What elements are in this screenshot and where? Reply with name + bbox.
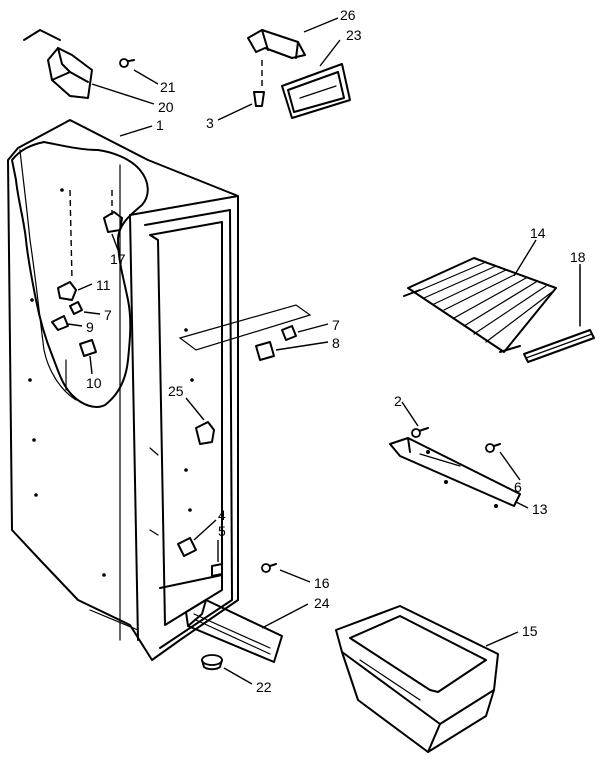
callout-labels: 26 23 21 20 1 3 17 11 7 9 10 7 8 14 18 2… [86,7,586,695]
callout-18: 18 [570,249,586,265]
cap-part-22 [201,654,223,671]
callout-11: 11 [96,277,111,293]
screw-part-21 [119,58,135,68]
screw-part-6 [485,443,501,453]
callout-14: 14 [530,225,546,241]
callout-15: 15 [522,623,538,639]
component-part-10 [65,339,97,391]
screw-part-5 [211,563,223,577]
callout-16: 16 [314,575,330,591]
leader-lines [67,17,581,685]
component-part-25 [195,421,215,445]
callout-3: 3 [206,115,214,131]
callout-6: 6 [514,479,522,495]
wire-shelf-part-14 [403,257,557,353]
callout-4: 4 [218,507,226,523]
component-part-7-center [281,325,297,341]
callout-8: 8 [332,335,340,351]
shelf-bracket-part-13 [389,437,521,508]
screw-part-2 [411,427,429,438]
storage-bin-part-15 [335,605,499,753]
callout-17: 17 [110,251,126,267]
callout-10: 10 [86,375,102,391]
light-shield-part-23 [281,63,351,119]
top-bracket-part-20 [47,47,93,99]
callout-7a: 7 [104,307,112,323]
callout-22: 22 [256,679,272,695]
cabinet-liner [7,29,239,661]
screw-part-16 [261,563,277,573]
callout-1: 1 [156,117,164,133]
callout-13: 13 [532,501,548,517]
callout-2: 2 [394,393,402,409]
callout-5: 5 [218,523,226,539]
grille-part-24 [185,599,283,663]
callout-25: 25 [168,383,184,399]
component-part-9 [51,315,69,331]
callout-9: 9 [86,319,94,335]
component-part-17 [103,190,123,233]
callout-26: 26 [340,7,356,23]
component-part-8 [255,341,275,361]
callout-21: 21 [160,79,176,95]
shelf-support-outline [178,304,312,351]
callout-24: 24 [314,595,330,611]
component-part-7-left [69,301,83,315]
callout-20: 20 [158,99,174,115]
component-part-11 [57,189,77,301]
callout-7b: 7 [332,317,340,333]
component-part-4 [177,537,197,557]
callout-23: 23 [346,27,362,43]
screw-part-3 [253,60,265,107]
hinge-bracket-part-26 [247,29,306,59]
